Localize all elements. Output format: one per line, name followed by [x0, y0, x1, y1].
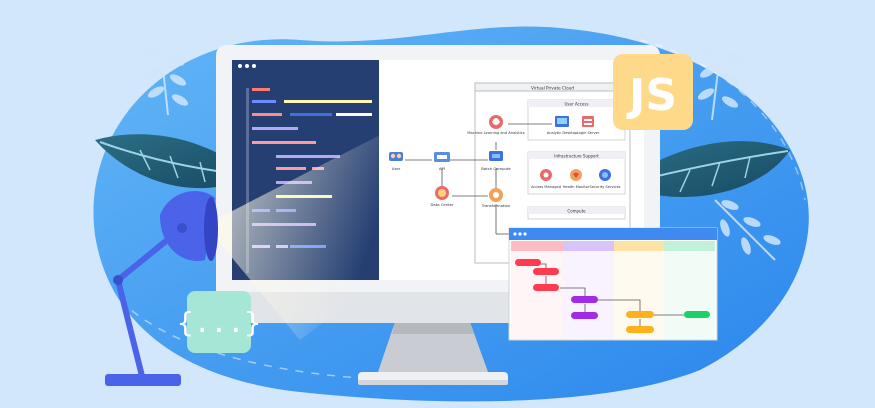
node-login-server-label: Login Server: [577, 131, 600, 135]
batch-compute-icon: [489, 151, 503, 161]
group-infrastructure-support-label: Infrastructure Support: [554, 154, 599, 159]
right-frond: [697, 37, 743, 121]
node-access-managed-label: Access Managed: [531, 185, 561, 189]
flow-node: [684, 311, 710, 318]
node-transformation-label: Transformation: [481, 203, 511, 208]
access-managed-icon: [540, 169, 552, 181]
lamp-light-beam: [205, 135, 380, 340]
code-line-numbers: [246, 88, 249, 273]
code-braces-badge-label: {...}: [177, 306, 261, 339]
group-compute-label: Compute: [567, 209, 586, 214]
user-icon: [389, 152, 403, 161]
transformation-icon: [489, 188, 503, 202]
machine-learning-icon: [489, 115, 503, 129]
diagram-title: Virtual Private Cloud: [531, 86, 574, 91]
flow-node: [533, 284, 559, 291]
api-icon: [434, 152, 450, 162]
group-user-access-label: User Access: [564, 102, 588, 107]
dashed-curve: [639, 39, 806, 201]
desk-lamp: [105, 191, 218, 386]
flow-node: [515, 259, 541, 266]
analytic-desktop-icon: [555, 116, 569, 127]
flow-node: [571, 296, 598, 303]
node-user-label: User: [392, 166, 401, 171]
node-health-monitor-label: Health Monitor: [563, 185, 590, 189]
node-security-services-label: Security Services: [589, 185, 620, 189]
code-braces-badge: {...}: [177, 291, 261, 353]
node-api-label: API: [439, 166, 445, 171]
security-services-icon: [599, 169, 611, 181]
left-frond: [143, 39, 189, 116]
node-batch-compute-label: Batch Compute: [481, 166, 511, 171]
javascript-badge: JS: [613, 54, 693, 130]
flowchart-titlebar: [509, 228, 717, 240]
javascript-badge-label: JS: [626, 70, 677, 121]
flow-node: [533, 268, 559, 275]
node-data-center-label: Data Center: [430, 202, 453, 207]
node-analytic-desktop-label: Analytic Desktop: [547, 131, 578, 135]
flow-node: [571, 312, 598, 319]
flow-node: [626, 311, 654, 318]
health-monitor-icon: [570, 169, 582, 181]
data-center-icon: [435, 186, 449, 200]
login-server-icon: [582, 116, 594, 127]
flow-node: [626, 326, 654, 333]
monitor-stand: [358, 322, 508, 385]
right-lower-frond: [714, 199, 781, 261]
node-machine-learning-label: Machine Learning and Analytics: [467, 131, 524, 135]
flowchart-card: [508, 227, 718, 341]
